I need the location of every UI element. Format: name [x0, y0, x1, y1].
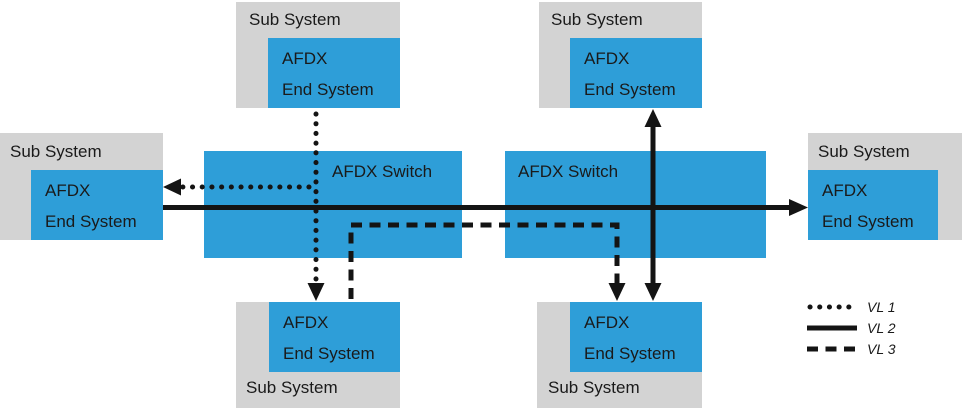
- endsystem-label-line1: AFDX: [283, 313, 329, 332]
- subsystem-label-right: Sub System: [818, 142, 910, 161]
- subsystem-label-top-right: Sub System: [551, 10, 643, 29]
- legend-label-vl1: VL 1: [867, 298, 896, 315]
- endsystem-box-top-left: AFDX End System: [268, 38, 400, 108]
- legend-dotted-line: [807, 304, 858, 309]
- legend-item-vl2: VL 2: [806, 317, 896, 338]
- endsystem-label-line1: AFDX: [282, 49, 328, 68]
- legend-label-vl3: VL 3: [867, 340, 896, 357]
- endsystem-box-left: AFDX End System: [31, 170, 163, 240]
- legend-item-vl3: VL 3: [806, 338, 896, 359]
- endsystem-box-right: AFDX End System: [808, 170, 938, 240]
- endsystem-label-bottom-right: AFDX End System: [584, 307, 676, 369]
- endsystem-label-line2: End System: [45, 212, 137, 231]
- legend-label-vl2: VL 2: [867, 319, 896, 336]
- endsystem-label-line2: End System: [283, 344, 375, 363]
- switch-label-left: AFDX Switch: [332, 162, 433, 181]
- legend-dashed-line: [807, 346, 857, 351]
- endsystem-label-left: AFDX End System: [45, 175, 137, 237]
- vl2-arrowhead-right: [789, 199, 808, 216]
- subsystem-label-top-left: Sub System: [249, 10, 341, 29]
- endsystem-label-bottom-left: AFDX End System: [283, 307, 375, 369]
- endsystem-label-line1: AFDX: [584, 313, 630, 332]
- vl2-arrowhead-up: [644, 109, 662, 127]
- vl3-arrowhead-down: [608, 283, 626, 301]
- legend: VL 1 VL 2 VL 3: [806, 296, 896, 359]
- endsystem-box-bottom-left: AFDX End System: [269, 302, 400, 372]
- endsystem-label-line2: End System: [584, 344, 676, 363]
- endsystem-label-top-right: AFDX End System: [584, 43, 676, 105]
- subsystem-label-left: Sub System: [10, 142, 102, 161]
- endsystem-label-line2: End System: [584, 80, 676, 99]
- endsystem-label-right: AFDX End System: [822, 175, 914, 237]
- switch-label-right: AFDX Switch: [518, 162, 619, 181]
- vl1-arrowhead-left: [163, 178, 181, 196]
- vl2-arrowhead-down: [644, 283, 662, 301]
- endsystem-label-line1: AFDX: [45, 181, 91, 200]
- legend-solid-line: [807, 325, 857, 330]
- endsystem-label-line2: End System: [282, 80, 374, 99]
- endsystem-box-top-right: AFDX End System: [570, 38, 702, 108]
- endsystem-box-bottom-right: AFDX End System: [570, 302, 702, 372]
- endsystem-label-line2: End System: [822, 212, 914, 231]
- endsystem-label-line1: AFDX: [822, 181, 868, 200]
- endsystem-label-line1: AFDX: [584, 49, 630, 68]
- subsystem-label-bottom-right: Sub System: [548, 378, 640, 397]
- subsystem-label-bottom-left: Sub System: [246, 378, 338, 397]
- legend-item-vl1: VL 1: [806, 296, 896, 317]
- endsystem-label-top-left: AFDX End System: [282, 43, 374, 105]
- vl1-arrowhead-down: [307, 283, 325, 301]
